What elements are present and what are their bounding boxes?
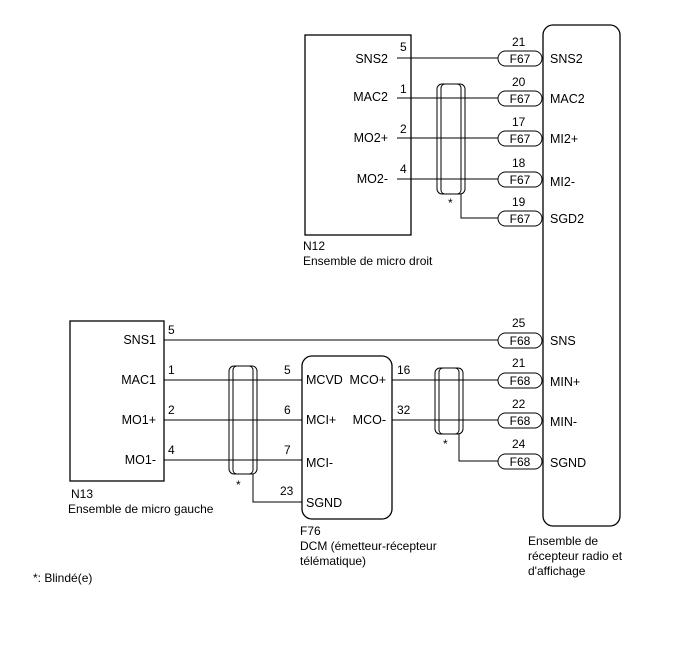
radio-receiver-display: F67 F67 F67 F67 F67 21 20 17 18 19 SNS2 … [497,24,623,578]
n13-code-label: N13 [71,487,93,501]
n12-pin-mo2plus: 2 [400,122,407,136]
f76-pin-mciminus: 7 [284,443,291,457]
f76-pin-mcvd: 5 [284,363,291,377]
n12-right-microphone: SNS2 MAC2 MO2+ MO2- 5 1 2 4 N12 Ensemble… [303,34,433,268]
f76-pin-mcominus: 32 [397,403,411,417]
n12-pin-sns2: 5 [400,40,407,54]
n12-wires [397,57,498,219]
f67-pin-mac2: 20 [512,75,526,89]
f68-pin-minminus: 22 [512,397,526,411]
n12-code-label: N12 [303,239,325,253]
n13-pin-mo1minus: 4 [168,443,175,457]
f67-connector-label-mac2: F67 [510,92,531,106]
f67-connector-label-sns2: F67 [510,52,531,66]
n13-signal-mo1plus: MO1+ [122,413,156,427]
f76-code-label: F76 [300,524,321,538]
radio-signal-sns: SNS [550,334,576,348]
n13-signal-mo1minus: MO1- [125,453,156,467]
n12-signal-mo2minus: MO2- [357,172,388,186]
f67-pin-sns2: 21 [512,35,526,49]
radio-signal-minminus: MIN- [550,415,577,429]
n12-signal-mo2plus: MO2+ [354,131,388,145]
n13-pin-mo1plus: 2 [168,403,175,417]
f68-pin-minplus: 21 [512,356,526,370]
n12-shield: * [436,83,466,210]
f68-connector-group: F68 F68 F68 F68 25 21 22 24 SNS MIN+ MIN… [497,316,586,470]
f67-connector-label-mi2minus: F67 [510,173,531,187]
radio-signal-mac2: MAC2 [550,92,585,106]
radio-name-line1: Ensemble de [528,534,598,548]
radio-signal-sns2: SNS2 [550,52,583,66]
n13-pin-mac1: 1 [168,363,175,377]
f76-dcm: MCVD MCI+ MCI- SGND MCO+ MCO- 5 6 7 23 1… [280,355,437,568]
n12-pin-mo2minus: 4 [400,162,407,176]
f76-output-wires [392,379,498,462]
f76-pin-mcoplus: 16 [397,363,411,377]
n12-shield-marker: * [448,196,453,210]
f67-connector-group: F67 F67 F67 F67 F67 21 20 17 18 19 SNS2 … [497,35,585,227]
n12-signal-mac2: MAC2 [353,90,388,104]
n13-signal-mac1: MAC1 [121,373,156,387]
radio-signal-sgnd: SGND [550,456,586,470]
f76-signal-sgnd: SGND [306,496,342,510]
radio-signal-sgd2: SGD2 [550,212,584,226]
f68-connector-label-sgnd: F68 [510,455,531,469]
radio-name-line2: récepteur radio et [528,549,623,563]
n13-name-label: Ensemble de micro gauche [68,502,214,516]
f76-pin-sgnd: 23 [280,484,294,498]
n13-left-microphone: SNS1 MAC1 MO1+ MO1- 5 1 2 4 N13 Ensemble… [68,320,214,516]
f67-connector-label-mi2plus: F67 [510,132,531,146]
radio-signal-mi2plus: MI2+ [550,132,578,146]
n13-signal-sns1: SNS1 [123,333,156,347]
f67-pin-mi2plus: 17 [512,115,526,129]
n13-shield: * [228,365,258,492]
n12-signal-sns2: SNS2 [355,52,388,66]
f76-name-line1: DCM (émetteur-récepteur [300,539,437,553]
f76-box [301,355,393,520]
n13-pin-sns1: 5 [168,323,175,337]
radio-signal-mi2minus: MI2- [550,175,575,189]
f67-pin-mi2minus: 18 [512,156,526,170]
f76-output-shield: * [434,367,464,451]
f67-connector-label-sgd2: F67 [510,212,531,226]
f76-signal-mcominus: MCO- [353,413,386,427]
f76-signal-mciplus: MCI+ [306,413,336,427]
f67-pin-sgd2: 19 [512,195,526,209]
radio-signal-minplus: MIN+ [550,375,580,389]
f68-connector-label-minminus: F68 [510,414,531,428]
f76-signal-mcoplus: MCO+ [350,373,386,387]
radio-box [542,24,621,527]
f68-connector-label-minplus: F68 [510,374,531,388]
radio-name-line3: d'affichage [528,564,586,578]
f68-connector-label-sns: F68 [510,334,531,348]
f76-shield-marker: * [443,437,448,451]
f76-signal-mcvd: MCVD [306,373,343,387]
n12-name-label: Ensemble de micro droit [303,254,433,268]
shield-legend: *: Blindé(e) [33,571,92,585]
f68-pin-sgnd: 24 [512,437,526,451]
n12-box [304,34,412,236]
f76-pin-mciplus: 6 [284,403,291,417]
f76-name-line2: télématique) [300,554,366,568]
n13-shield-marker: * [236,478,241,492]
f76-signal-mciminus: MCI- [306,456,333,470]
n13-box [69,320,165,482]
n12-pin-mac2: 1 [400,82,407,96]
f68-pin-sns: 25 [512,316,526,330]
